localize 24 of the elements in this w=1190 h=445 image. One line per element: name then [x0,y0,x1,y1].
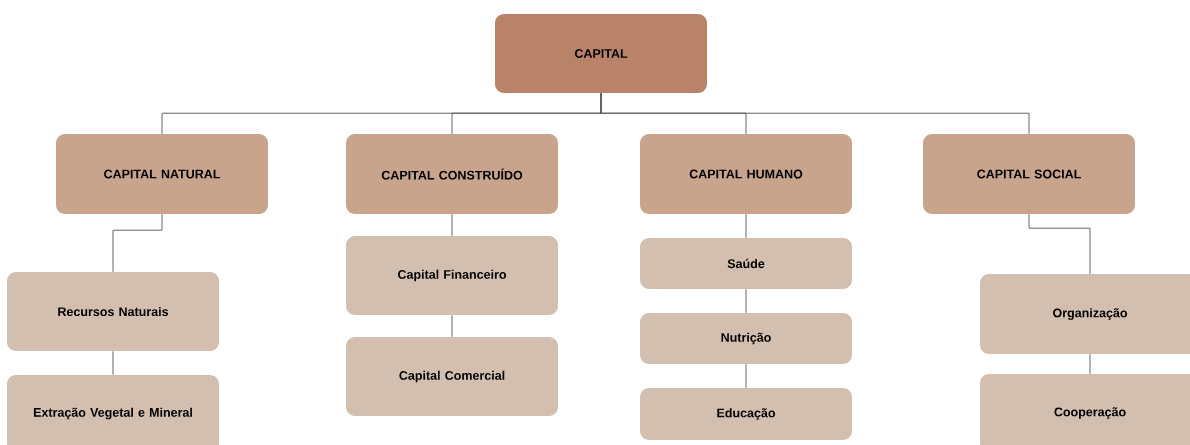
connector-line [600,92,1030,135]
category-box: CAPITAL NATURAL [56,134,268,214]
item-box: Extração Vegetal e Mineral [7,375,219,445]
item-box: Recursos Naturais [7,272,219,351]
connector-line [112,213,163,273]
connector-line [451,213,453,237]
root-box: CAPITAL [495,14,707,93]
item-box: Nutrição [640,313,852,364]
connector-line [745,363,747,389]
connector-line [451,314,453,338]
item-box: Cooperação [980,374,1190,445]
connector-line [745,288,747,314]
item-box: Capital Comercial [346,337,558,416]
item-box: Capital Financeiro [346,236,558,315]
category-box: CAPITAL CONSTRUÍDO [346,134,558,214]
category-box: CAPITAL HUMANO [640,134,852,214]
connector-line [112,350,114,376]
connector-line [1028,213,1091,275]
item-box: Organização [980,274,1190,354]
category-box: CAPITAL SOCIAL [923,134,1135,214]
item-box: Educação [640,388,852,440]
connector-line [1089,353,1091,375]
connector-line [745,213,747,239]
item-box: Saúde [640,238,852,289]
